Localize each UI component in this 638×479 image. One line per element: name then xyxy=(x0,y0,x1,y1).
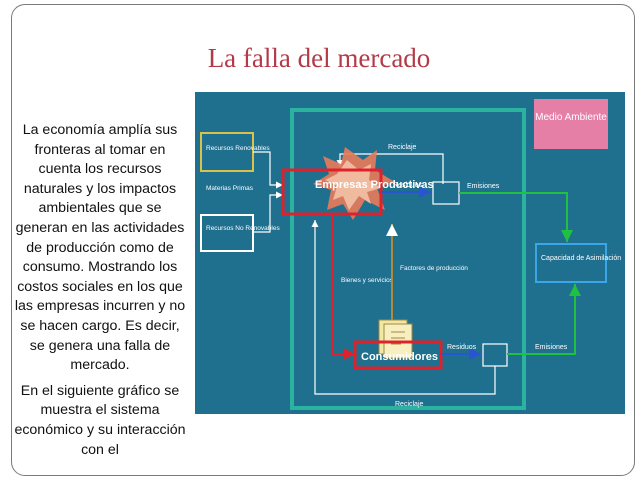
body-paragraph-2: En el siguiente gráfico se muestra el si… xyxy=(14,382,186,458)
bienes-servicios-flow xyxy=(331,214,355,360)
body-paragraph-1: La economía amplía sus fronteras al toma… xyxy=(14,122,186,374)
recycling-loop-bottom xyxy=(311,220,496,395)
materias-primas-label: Materias Primas xyxy=(206,185,254,192)
consumidores-label: Consumidores xyxy=(361,351,438,363)
capacidad-asimilacion-label: Capacidad de Asimilación xyxy=(541,255,621,262)
residuos-bottom-label: Residuos xyxy=(447,344,477,351)
factores-produccion-label: Factores de producción xyxy=(400,265,468,272)
economic-system-diagram: Medio Ambiente Reciclaje Recursos Renova… xyxy=(195,92,625,414)
emisiones-top-flow xyxy=(459,192,573,242)
emisiones-bottom-label: Emisiones xyxy=(535,344,568,351)
medio-ambiente-box xyxy=(534,99,608,149)
recursos-renovables-label: Recursos Renovables xyxy=(206,145,270,152)
emisiones-top-label: Emisiones xyxy=(467,183,500,190)
bienes-servicios-label: Bienes y servicios xyxy=(341,277,394,284)
recursos-no-renovables-box xyxy=(200,214,254,252)
input-flow-no-renovables xyxy=(253,191,283,233)
reciclaje-bottom-label: Reciclaje xyxy=(395,401,424,408)
factory-icon xyxy=(313,147,395,220)
emisiones-bottom-flow xyxy=(507,284,581,355)
empresas-productivas-label: Empresas Productivas xyxy=(315,179,434,191)
input-flow-renovables xyxy=(253,151,283,189)
recursos-no-renovables-label: Recursos No Renovables xyxy=(206,225,280,232)
medio-ambiente-label: Medio Ambiente xyxy=(535,112,607,123)
diagram-svg: Medio Ambiente Reciclaje Recursos Renova… xyxy=(195,92,625,414)
reciclaje-top-label: Reciclaje xyxy=(388,144,417,151)
residuos-top-label: Residuos xyxy=(393,182,423,189)
capacidad-asimilacion-box xyxy=(535,243,607,283)
recycling-loop-top xyxy=(336,153,444,184)
economic-system-boundary xyxy=(290,108,526,410)
slide-title: La falla del mercado xyxy=(207,43,431,73)
slide-body-text: La economía amplía sus fronteras al toma… xyxy=(14,121,186,466)
